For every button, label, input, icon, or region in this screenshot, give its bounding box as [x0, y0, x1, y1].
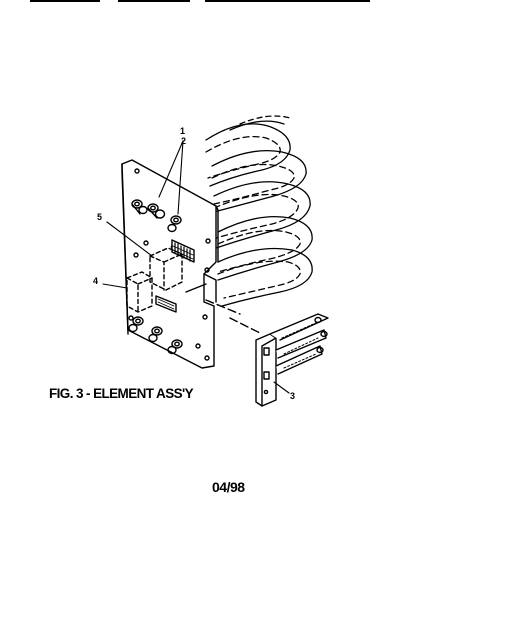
header-fragment — [205, 0, 370, 2]
terminal-studs-top — [131, 199, 182, 233]
bracket-assembly — [255, 313, 329, 407]
revision-date: 04/98 — [212, 479, 245, 495]
mounting-panel — [121, 159, 219, 369]
component-4-hidden — [126, 271, 153, 313]
fuse-block — [171, 239, 195, 263]
header-fragment — [118, 0, 190, 2]
callout-2: 2 — [181, 136, 186, 146]
callout-4: 4 — [93, 276, 98, 286]
terminal-studs-bottom — [128, 316, 183, 355]
hidden-edge — [205, 299, 241, 315]
label-plate — [155, 295, 177, 313]
figure-caption: FIG. 3 - ELEMENT ASS'Y — [49, 386, 194, 401]
heating-coils — [205, 115, 313, 307]
component-5-hidden — [149, 247, 183, 291]
callout-3: 3 — [290, 391, 295, 401]
hidden-edge — [229, 317, 263, 335]
callout-5: 5 — [97, 212, 102, 222]
callout-1: 1 — [180, 126, 185, 136]
leader-lines — [102, 140, 290, 394]
header-fragment — [30, 0, 100, 2]
